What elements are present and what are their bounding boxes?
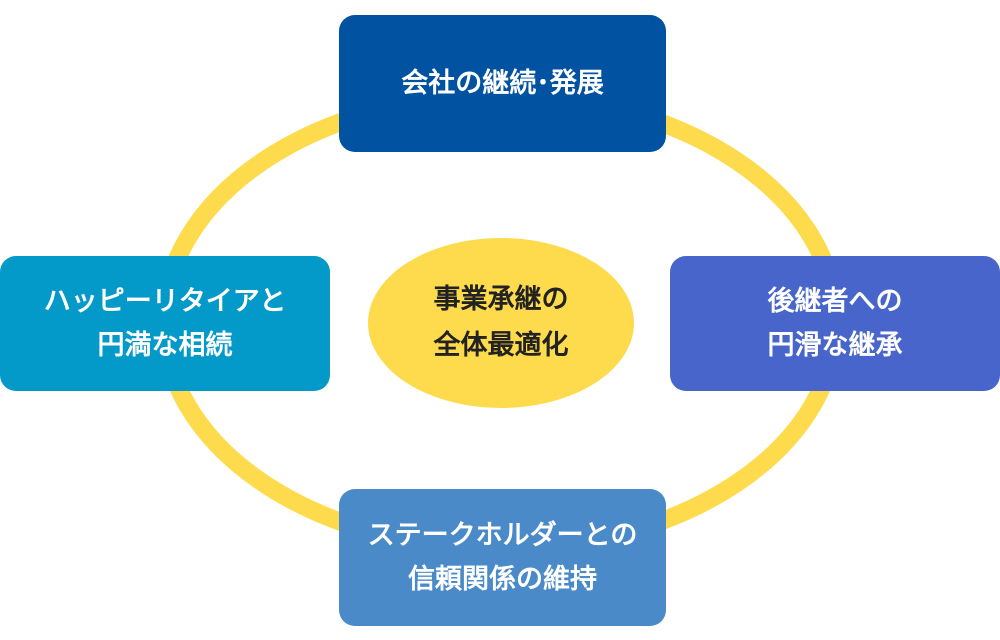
node-happy-retirement: ハッピーリタイアと 円満な相続 <box>0 256 330 391</box>
node-bottom-line2: 信頼関係の維持 <box>407 563 597 595</box>
node-top-line1: 会社の継続･発展 <box>401 67 604 99</box>
node-stakeholder-trust: ステークホルダーとの 信頼関係の維持 <box>339 489 666 626</box>
center-line1: 事業承継の <box>433 284 569 315</box>
node-left-line2: 円満な相続 <box>97 329 233 361</box>
node-left-line1: ハッピーリタイアと <box>43 285 287 317</box>
node-successor-handover: 後継者への 円滑な継承 <box>670 256 1000 391</box>
node-right-line1: 後継者への <box>767 285 903 317</box>
node-right-line2: 円滑な継承 <box>767 329 903 361</box>
node-bottom-line1: ステークホルダーとの <box>367 519 638 551</box>
node-company-continuity: 会社の継続･発展 <box>339 15 666 152</box>
center-optimization: 事業承継の 全体最適化 <box>368 238 634 408</box>
center-line2: 全体最適化 <box>433 330 569 361</box>
